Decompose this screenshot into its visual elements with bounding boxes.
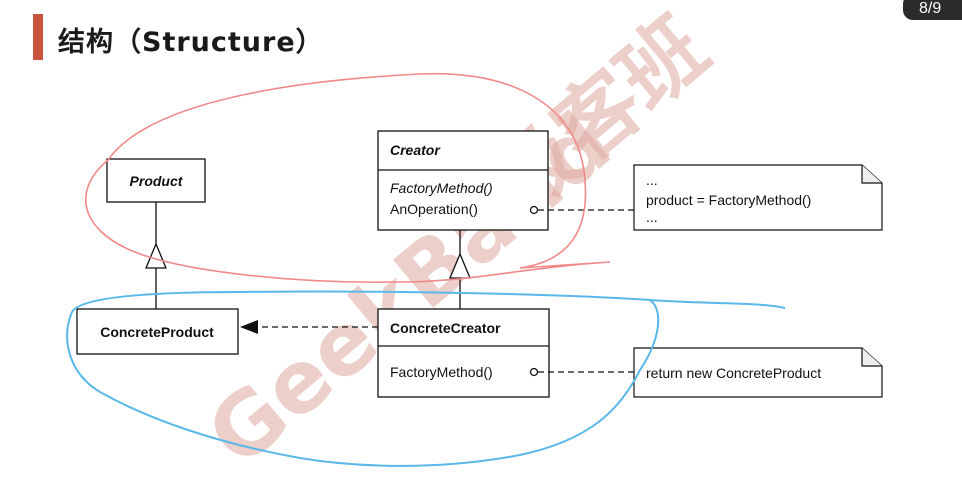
note-creator: ... product = FactoryMethod() ... [633, 164, 883, 231]
class-concrete-creator: ConcreteCreator FactoryMethod() [377, 308, 550, 398]
note-creator-line1: ... [646, 172, 658, 188]
note-creator-anchor [529, 205, 539, 215]
red-annotation-outline [84, 72, 611, 284]
creator-factory-method: FactoryMethod() [390, 180, 493, 196]
note-creator-line3: ... [646, 209, 658, 225]
class-concrete-creator-name: ConcreteCreator [390, 320, 501, 336]
concrete-creator-factory-method: FactoryMethod() [390, 364, 493, 380]
class-concrete-product-name: ConcreteProduct [100, 324, 214, 340]
inheritance-product [145, 202, 167, 309]
page-indicator: 8/9 [903, 0, 962, 20]
note-concrete-anchor [529, 367, 539, 377]
class-product: Product [106, 158, 206, 203]
class-creator: Creator FactoryMethod() AnOperation() [377, 130, 549, 231]
page-title: 结构（Structure） [58, 27, 324, 58]
note-creator-line2: product = FactoryMethod() [646, 192, 811, 208]
blue-annotation-outline [66, 290, 786, 467]
class-concrete-product: ConcreteProduct [76, 308, 239, 355]
title-accent-bar [33, 14, 43, 60]
watermark: GeekBand 极客班 [189, 0, 726, 486]
note-concrete-creator: return new ConcreteProduct [633, 347, 883, 398]
class-product-name: Product [130, 173, 184, 189]
class-creator-name: Creator [390, 142, 441, 158]
dependency-creates [240, 320, 378, 334]
creator-an-operation: AnOperation() [390, 201, 478, 217]
note-concrete-line1: return new ConcreteProduct [646, 365, 821, 381]
